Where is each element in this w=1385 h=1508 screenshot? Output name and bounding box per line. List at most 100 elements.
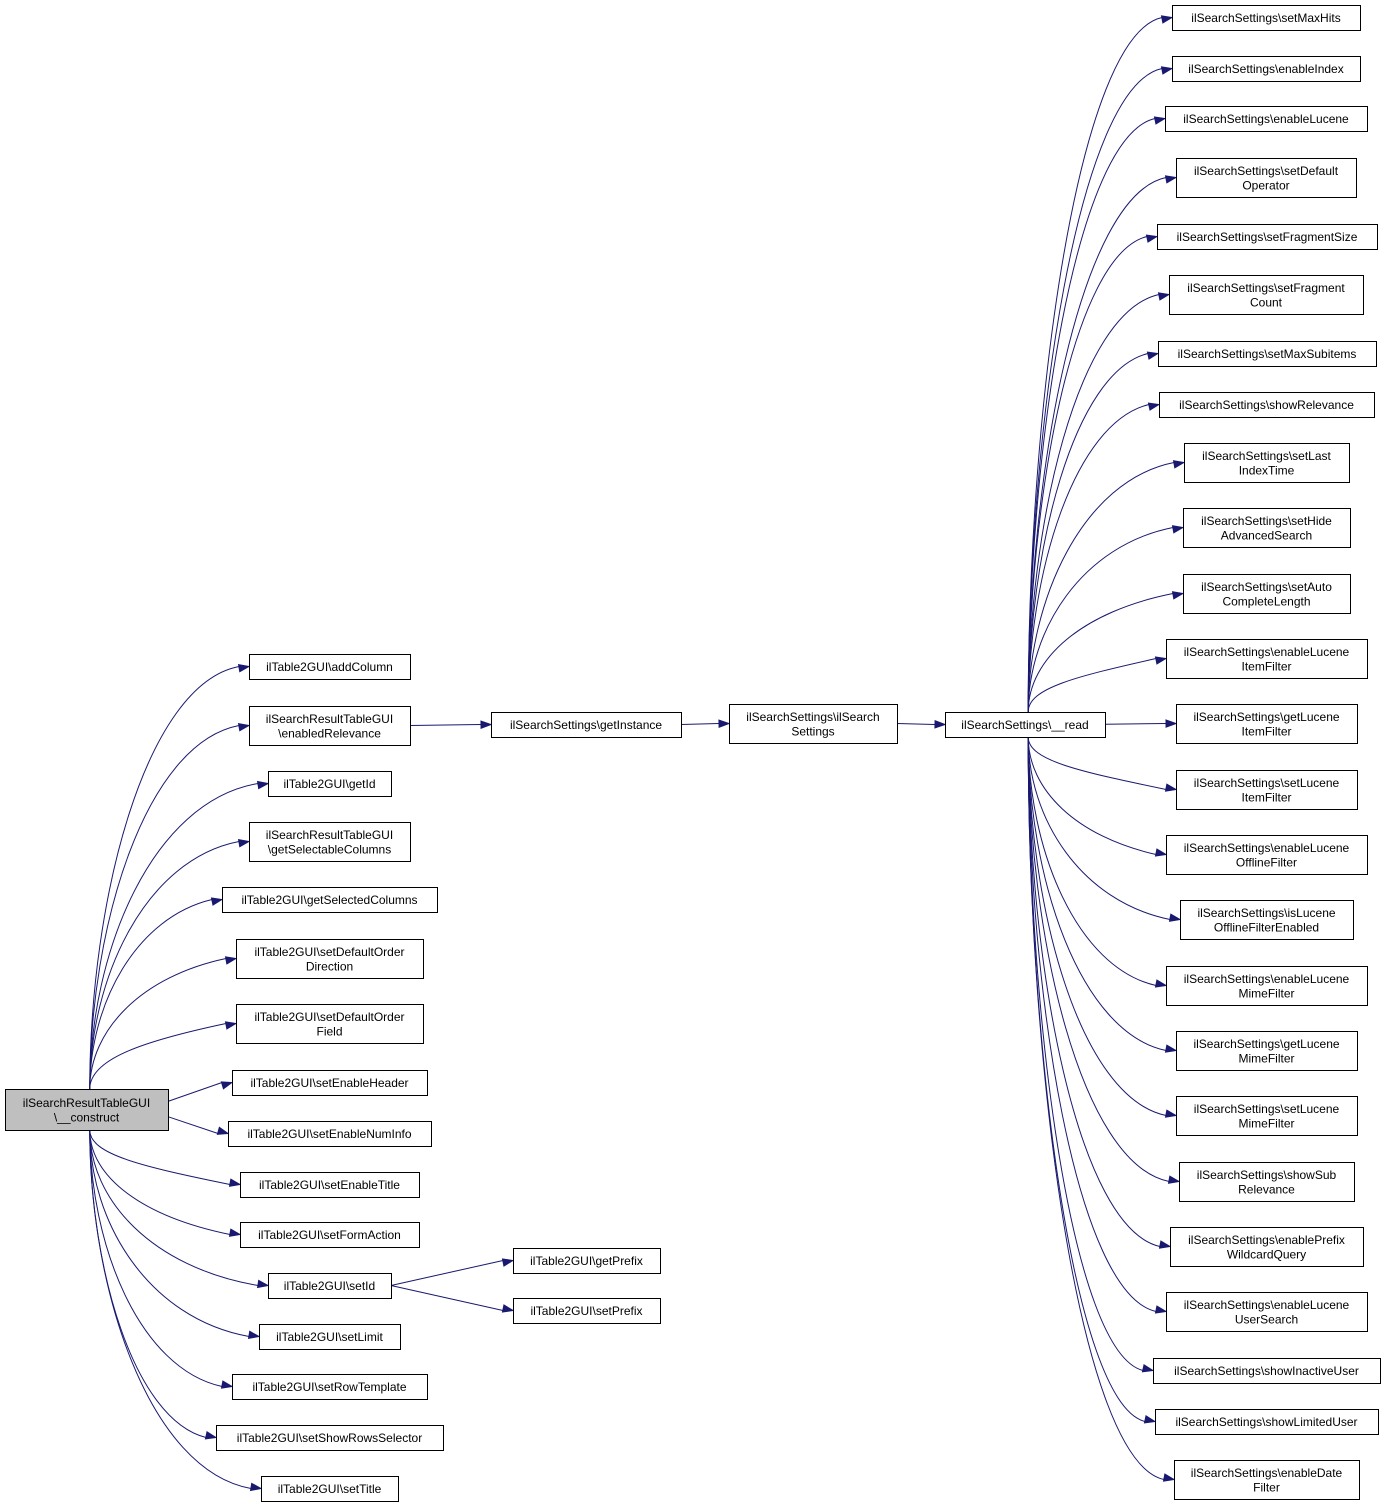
node-label-line: ilSearchSettings\showLimitedUser [1175,1415,1357,1429]
node-label-line: ilSearchSettings\setLast [1202,449,1331,463]
edge-arrowhead [1147,402,1161,411]
node-label-line: ilSearchResultTableGUI [266,828,393,842]
edge-arrowhead [249,1482,263,1492]
node-enable-lucene[interactable]: ilSearchSettings\enableLucene [1165,106,1368,132]
node-label-line: ilSearchSettings\showRelevance [1179,398,1354,412]
node-enable-index[interactable]: ilSearchSettings\enableIndex [1172,56,1361,82]
edge-root-to-set-enable-header [167,1082,223,1102]
node-set-row-template[interactable]: ilTable2GUI\setRowTemplate [232,1374,428,1400]
node-set-prefix[interactable]: ilTable2GUI\setPrefix [513,1298,661,1324]
edge-arrowhead [1145,234,1159,243]
node-show-limited-user[interactable]: ilSearchSettings\showLimitedUser [1155,1409,1379,1435]
node-box [1176,158,1357,198]
node-label-line: \__construct [54,1110,120,1124]
node-set-max-subitems[interactable]: ilSearchSettings\setMaxSubitems [1158,341,1377,367]
node-enable-prefix-wildcard-query[interactable]: ilSearchSettings\enablePrefixWildcardQue… [1170,1227,1364,1267]
node-label-line: ilSearchSettings\setFragment [1187,281,1345,295]
node-label-line: AdvancedSearch [1221,528,1312,542]
node-box [240,1172,420,1198]
edge-set-id-to-set-prefix [390,1285,504,1311]
node-set-fragment-size[interactable]: ilSearchSettings\setFragmentSize [1157,224,1378,250]
node-label-line: ilSearchSettings\setDefault [1194,164,1339,178]
node-box [1176,704,1358,744]
node-label-line: ilSearchResultTableGUI [23,1096,150,1110]
node-enabled-relevance[interactable]: ilSearchResultTableGUI\enabledRelevance [249,706,411,746]
edge-read-to-enable-lucene-mime-filter [1027,736,1157,986]
node-add-column[interactable]: ilTable2GUI\addColumn [249,654,411,680]
node-show-relevance[interactable]: ilSearchSettings\showRelevance [1159,392,1375,418]
node-read[interactable]: ilSearchSettings\__read [945,712,1106,738]
node-set-show-rows-selector[interactable]: ilTable2GUI\setShowRowsSelector [216,1425,444,1451]
node-get-instance[interactable]: ilSearchSettings\getInstance [491,712,682,738]
node-set-max-hits[interactable]: ilSearchSettings\setMaxHits [1172,5,1361,31]
node-il-search-settings-ctor[interactable]: ilSearchSettings\ilSearchSettings [729,704,898,744]
node-enable-lucene-offline-filter[interactable]: ilSearchSettings\enableLuceneOfflineFilt… [1166,835,1368,875]
edge-arrowhead [480,720,493,729]
node-label-line: ilTable2GUI\setEnableNumInfo [247,1127,411,1141]
node-box [513,1248,661,1274]
node-set-enable-header[interactable]: ilTable2GUI\setEnableHeader [232,1070,428,1096]
node-label-line: WildcardQuery [1227,1247,1306,1261]
node-label-line: ilTable2GUI\setShowRowsSelector [237,1431,422,1445]
node-box [1153,1358,1381,1384]
node-box [1157,224,1378,250]
node-label-line: ilSearchSettings\enableDate [1191,1466,1343,1480]
edge-arrowhead [1154,1305,1168,1314]
node-is-lucene-offline-filter-enabled[interactable]: ilSearchSettings\isLuceneOfflineFilterEn… [1180,900,1354,940]
node-box [1169,275,1364,315]
node-get-id[interactable]: ilTable2GUI\getId [268,771,392,797]
node-set-enable-title[interactable]: ilTable2GUI\setEnableTitle [240,1172,420,1198]
edge-read-to-set-lucene-mime-filter [1027,736,1167,1116]
edge-enabled-relevance-to-get-instance [409,724,482,726]
node-set-title[interactable]: ilTable2GUI\setTitle [261,1476,399,1502]
edge-read-to-show-relevance [1027,404,1150,713]
edge-read-to-set-max-subitems [1027,353,1149,713]
node-label-line: ilTable2GUI\setDefaultOrder [254,945,404,959]
node-label-line: ilSearchSettings\setAuto [1201,580,1332,594]
node-set-limit[interactable]: ilTable2GUI\setLimit [259,1324,401,1350]
edge-arrowhead [237,723,251,732]
node-label-line: ilSearchSettings\setHide [1201,514,1332,528]
node-set-id[interactable]: ilTable2GUI\setId [268,1273,392,1299]
node-set-enable-num-info[interactable]: ilTable2GUI\setEnableNumInfo [228,1121,432,1147]
node-box [268,771,392,797]
node-root[interactable]: ilSearchResultTableGUI\__construct [5,1089,169,1131]
node-label-line: Operator [1242,178,1289,192]
edge-read-to-set-last-index-time [1027,462,1175,713]
edge-arrowhead [501,1258,515,1267]
node-show-inactive-user[interactable]: ilSearchSettings\showInactiveUser [1153,1358,1381,1384]
node-box [1166,1292,1368,1332]
node-get-prefix[interactable]: ilTable2GUI\getPrefix [513,1248,661,1274]
edge-read-to-enable-lucene-item-filter [1027,658,1157,713]
node-box [1159,392,1375,418]
node-box [729,704,898,744]
node-box [1184,443,1350,483]
node-label-line: ilSearchSettings\enableLucene [1184,841,1350,855]
edge-arrowhead [1164,1109,1178,1118]
edge-read-to-set-lucene-item-filter [1027,736,1167,790]
node-set-form-action[interactable]: ilTable2GUI\setFormAction [240,1222,420,1248]
node-get-selectable-columns[interactable]: ilSearchResultTableGUI\getSelectableColu… [249,822,411,862]
edge-read-to-enable-date-filter [1027,736,1165,1480]
node-get-selected-columns[interactable]: ilTable2GUI\getSelectedColumns [222,887,438,913]
node-label-line: MimeFilter [1239,986,1295,1000]
node-label-line: ItemFilter [1241,659,1291,673]
node-label-line: Field [316,1024,342,1038]
